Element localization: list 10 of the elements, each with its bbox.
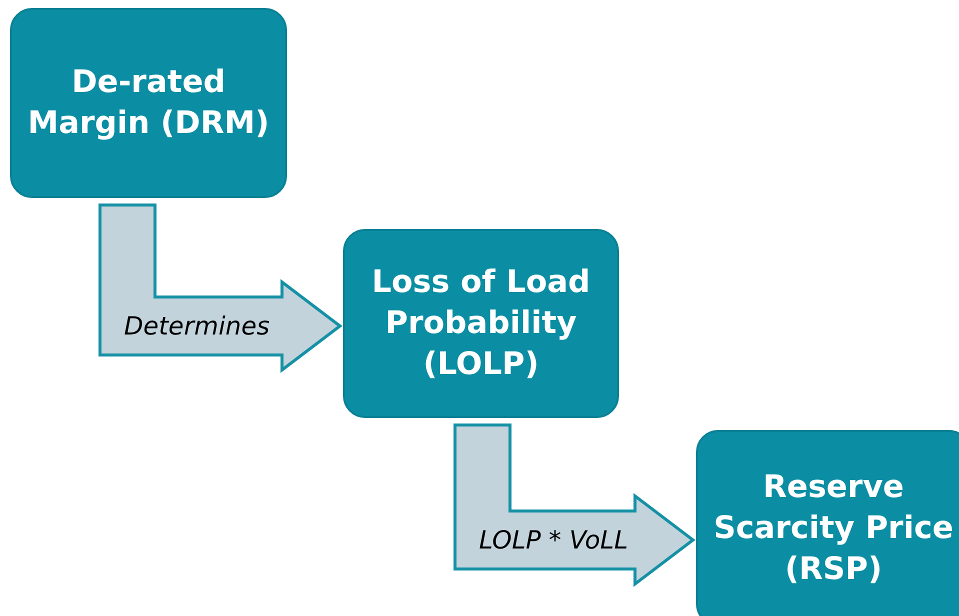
box-title: Loss of Load Probability (LOLP)	[370, 263, 592, 384]
box-title: De-rated Margin (DRM)	[26, 63, 270, 143]
process-box	[343, 229, 619, 418]
edge-label: Determines	[124, 314, 270, 338]
bent-block-arrow	[454, 424, 696, 588]
box-title: Reserve Scarcity Price (RSP)	[712, 468, 954, 588]
edge-label: LOLP * VoLL	[479, 528, 628, 552]
process-box	[10, 8, 287, 198]
bent-block-arrow	[98, 204, 342, 374]
process-box	[696, 430, 959, 616]
